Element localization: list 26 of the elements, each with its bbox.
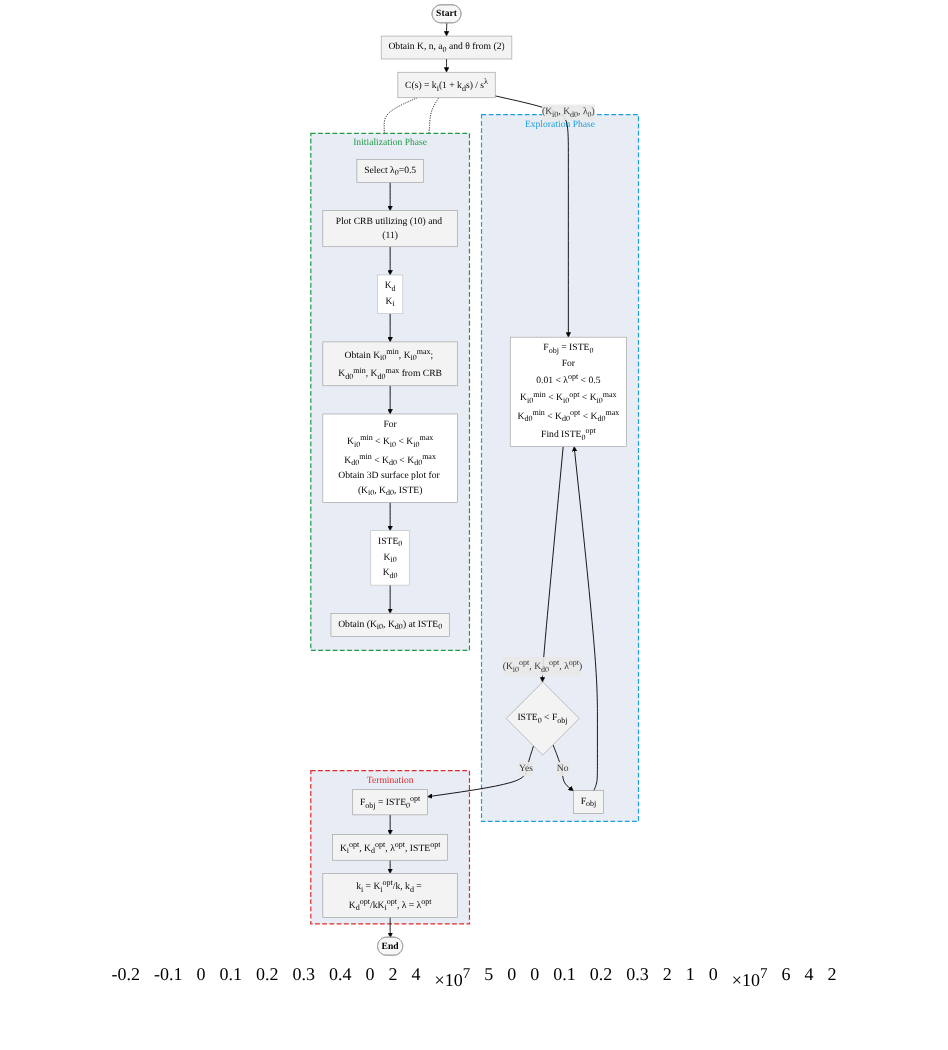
axis-tick-label: 0.4 xyxy=(329,964,352,988)
axis-tick-label: -0.1 xyxy=(154,964,183,988)
axis-tick-label: 0.3 xyxy=(292,964,316,988)
axis-tick-label: 1 xyxy=(685,964,695,988)
axis-tick-label: 0 xyxy=(507,964,517,988)
axis-tick-label: 0 xyxy=(530,964,540,988)
axis-tick-label: 0.2 xyxy=(589,964,613,988)
axis-tick-label: 5 xyxy=(484,964,494,988)
axis-tick-label: -0.2 xyxy=(111,964,141,988)
axis-tick-label: 4 xyxy=(804,964,814,988)
axis-tick-label: ×10$^{7}$ xyxy=(434,964,471,990)
axis-tick-label: 0 xyxy=(196,964,206,988)
connector xyxy=(427,97,439,134)
axis-tick-label: 0 xyxy=(708,964,718,988)
axis-tick-label: 0.1 xyxy=(553,964,576,988)
axis-tick-label: 2 xyxy=(827,964,837,988)
axis-tick-label: 0.3 xyxy=(626,964,649,988)
axis-tick-label: 0.1 xyxy=(219,964,243,988)
axis-tick-label: 2 xyxy=(388,964,398,988)
axis-tick-label: ×10$^{7}$ xyxy=(731,964,768,990)
connector xyxy=(383,97,418,134)
axis-tick-label: 0.2 xyxy=(256,964,279,988)
axis-tick-label: 2 xyxy=(662,964,672,988)
axis-tick-label: 4 xyxy=(411,964,421,988)
axis-tick-label: 6 xyxy=(781,964,791,988)
axis-tick-label: 0 xyxy=(365,964,375,988)
